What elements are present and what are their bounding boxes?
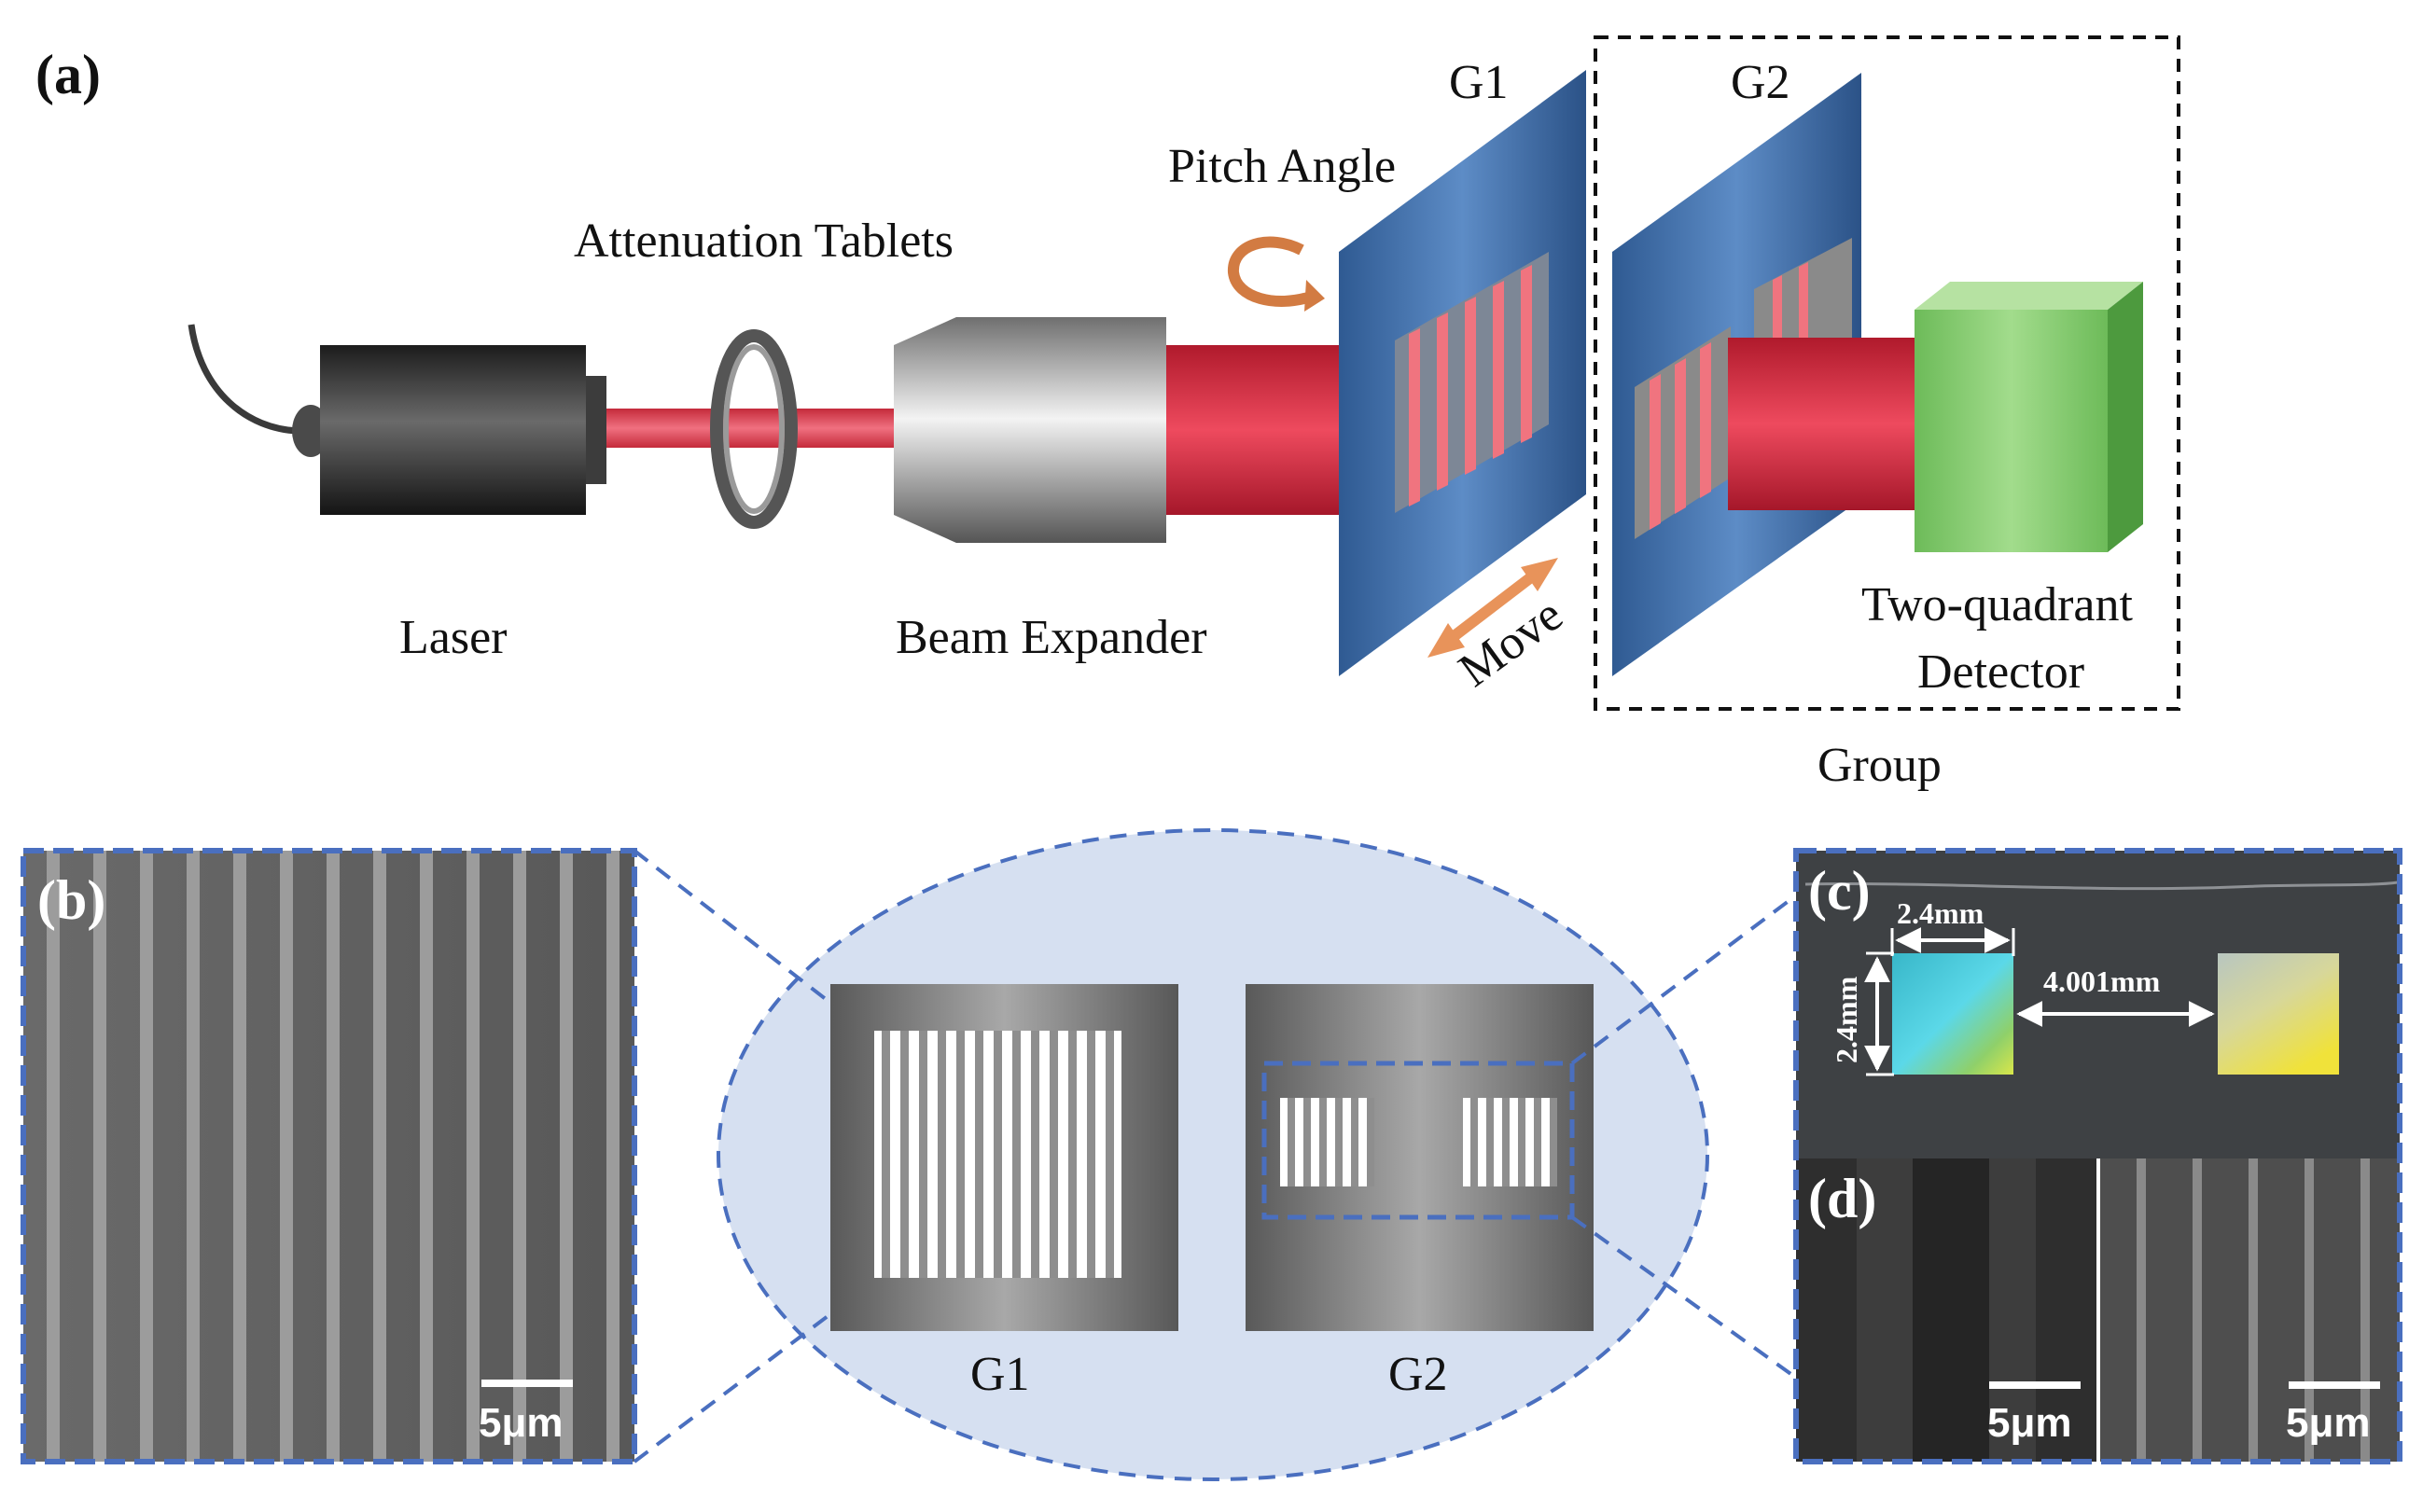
sem-d-line <box>2193 1158 2202 1462</box>
g1-slit <box>1465 297 1476 475</box>
center-g2-line <box>1319 1098 1327 1186</box>
center-g1-line <box>1068 1031 1077 1278</box>
sem-b-line <box>373 851 386 1462</box>
sem-b-line <box>420 851 433 1462</box>
beam-expander <box>894 317 1166 543</box>
panel-d-tag: (d) <box>1808 1168 1876 1229</box>
panel-d-sem: (d) 5μm 5μm <box>1793 848 2402 1464</box>
g1-slit <box>1437 312 1448 491</box>
chip-left <box>1892 953 2013 1075</box>
center-g1-line <box>900 1031 909 1278</box>
center-g2-line <box>1303 1098 1311 1186</box>
center-g1-line <box>1087 1031 1095 1278</box>
panel-d-scale-label-right: 5μm <box>2286 1400 2371 1446</box>
center-g2-line <box>1502 1098 1510 1186</box>
g1-slit <box>1409 328 1420 506</box>
sem-b-lines <box>47 851 620 1462</box>
label-detector-line2: Detector <box>1917 645 2084 699</box>
label-group: Group <box>1817 739 1942 792</box>
group-box <box>1594 35 2180 711</box>
laser-beam-thin <box>606 409 896 448</box>
center-g1-lines <box>882 1031 1114 1278</box>
sem-b-line <box>187 851 200 1462</box>
panel-c-photo: 2.4mm 2.4mm 4.001mm (c) <box>1796 851 2400 1158</box>
g2-slit <box>1675 358 1686 514</box>
center-g2-dash-box <box>1261 1061 1575 1220</box>
attenuation-tablet <box>710 329 798 529</box>
label-laser: Laser <box>399 611 507 664</box>
center-g1-line <box>956 1031 965 1278</box>
sem-b-line <box>47 851 60 1462</box>
dim-width-label: 2.4mm <box>1897 896 1984 930</box>
center-g1-line <box>975 1031 983 1278</box>
sem-d-line <box>2305 1158 2314 1462</box>
center-g2-lines-left <box>1288 1098 1374 1186</box>
center-g1-line <box>938 1031 946 1278</box>
center-g1-line <box>1050 1031 1058 1278</box>
center-g2-line <box>1335 1098 1343 1186</box>
sem-d-line <box>2360 1158 2370 1462</box>
two-quadrant-detector <box>1915 282 2143 552</box>
center-g1-line <box>1106 1031 1114 1278</box>
center-g1-line <box>1031 1031 1039 1278</box>
grating-g1 <box>1339 70 1586 676</box>
center-g2-line <box>1486 1098 1494 1186</box>
dim-height-label: 2.4mm <box>1830 976 1863 1063</box>
panel-a-tag: (a) <box>35 44 101 105</box>
laser-beam-wide <box>1166 345 1339 515</box>
center-g1-line <box>882 1031 890 1278</box>
label-g1-top: G1 <box>1449 56 1509 109</box>
pitch-angle-arrow <box>1228 236 1325 312</box>
grating-g2 <box>1612 73 1861 676</box>
center-label-g1: G1 <box>970 1348 1030 1401</box>
move-arrow <box>1427 558 1558 658</box>
sem-b-line <box>513 851 526 1462</box>
center-g2-line <box>1518 1098 1525 1186</box>
g1-slit <box>1521 265 1532 443</box>
center-g1-line <box>994 1031 1002 1278</box>
dim-gap-label: 4.001mm <box>2043 964 2161 998</box>
center-zoom: G1 G2 <box>633 828 1798 1481</box>
center-g2-line <box>1550 1098 1557 1186</box>
sem-d-line <box>2137 1158 2146 1462</box>
laser-cable <box>188 324 299 435</box>
label-g2-top: G2 <box>1731 56 1790 109</box>
laser-beam-detector <box>1728 338 1915 510</box>
label-pitch-angle: Pitch Angle <box>1168 140 1396 193</box>
panel-b-scale-label: 5μm <box>479 1400 564 1446</box>
center-g2-line <box>1351 1098 1358 1186</box>
label-attenuation-tablets: Attenuation Tablets <box>574 215 954 268</box>
sem-d-lines <box>2137 1158 2370 1462</box>
center-g2-lines-right <box>1470 1098 1557 1186</box>
sem-b-line <box>327 851 340 1462</box>
sem-b-line <box>93 851 106 1462</box>
panel-d-scale-label-left: 5μm <box>1987 1400 2072 1446</box>
g2-slit <box>1650 374 1661 530</box>
sem-b-line <box>140 851 153 1462</box>
sem-b-line <box>606 851 620 1462</box>
panel-b-tag: (b) <box>37 869 105 931</box>
label-move: Move <box>1450 588 1573 697</box>
g1-slit <box>1493 281 1504 459</box>
center-g2-line <box>1470 1098 1478 1186</box>
sem-b-line <box>466 851 480 1462</box>
center-g2-line <box>1534 1098 1541 1186</box>
center-g2-line <box>1288 1098 1295 1186</box>
panel-b-sem: (b) 5μm <box>21 848 637 1464</box>
center-g2-line <box>1367 1098 1374 1186</box>
center-g1-line <box>919 1031 927 1278</box>
sem-b-line <box>560 851 573 1462</box>
sem-d-line <box>2249 1158 2258 1462</box>
sem-b-line <box>233 851 246 1462</box>
center-label-g2: G2 <box>1388 1348 1448 1401</box>
label-detector-line1: Two-quadrant <box>1861 578 2133 631</box>
label-beam-expander: Beam Expander <box>896 611 1207 664</box>
sem-b-line <box>280 851 293 1462</box>
panel-c-tag: (c) <box>1808 860 1871 922</box>
chip-right <box>2218 953 2339 1075</box>
laser-device <box>292 345 606 515</box>
g2-slit <box>1700 342 1711 498</box>
center-g1-line <box>1012 1031 1021 1278</box>
